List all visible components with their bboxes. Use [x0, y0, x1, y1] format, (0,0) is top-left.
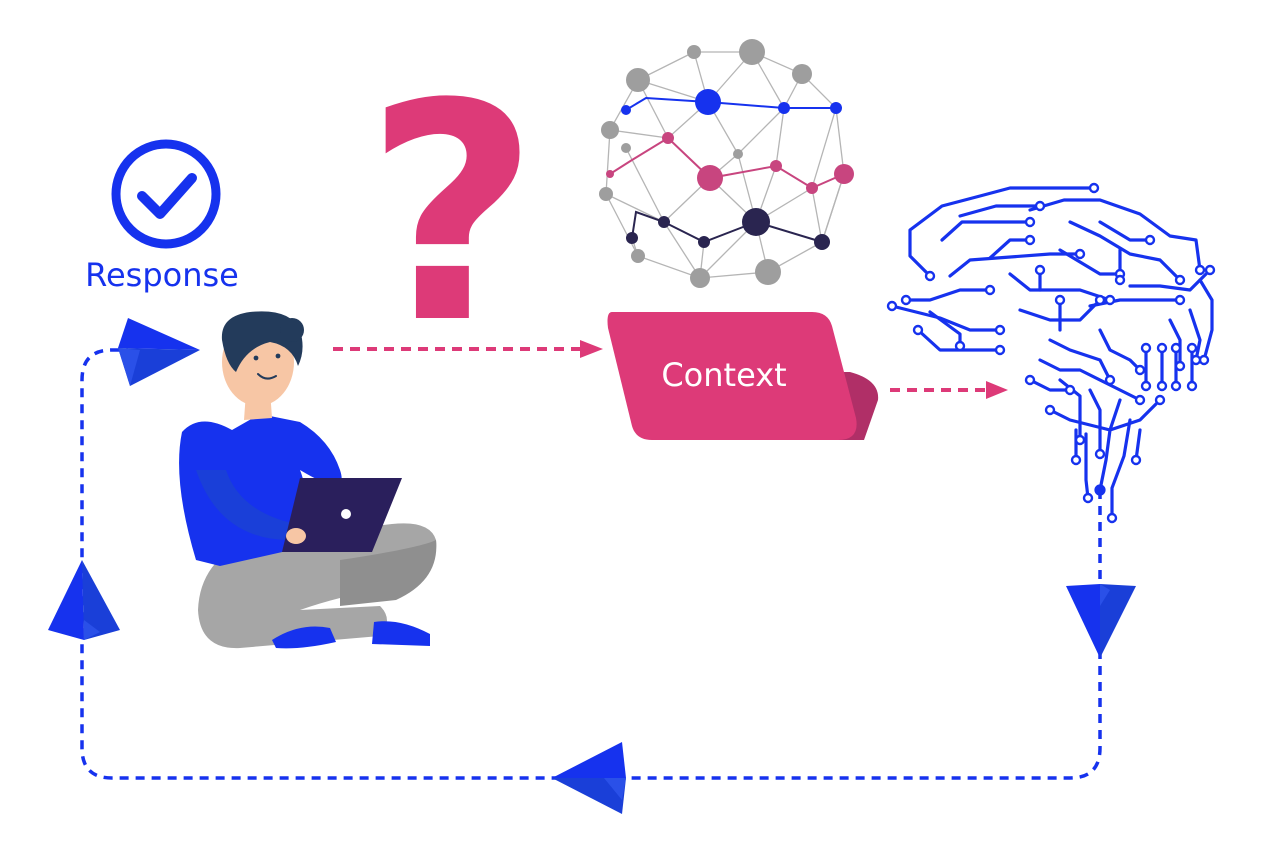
arrow-user-to-context [333, 340, 603, 358]
context-box [607, 312, 879, 440]
person-with-laptop-illustration [179, 311, 437, 649]
network-sphere-icon [599, 39, 854, 288]
arrow-right-down-icon [1066, 584, 1136, 658]
arrow-left-up-icon [48, 560, 120, 640]
arrow-bottom-left-icon [552, 742, 626, 814]
context-label: Context [661, 356, 786, 394]
response-label: Response [85, 256, 239, 294]
arrow-context-to-brain [890, 381, 1008, 399]
question-mark: ? [365, 40, 539, 389]
feedback-loop [80, 348, 1102, 780]
loop-right-bottom-path [80, 348, 1102, 780]
response-check-icon [111, 139, 221, 249]
circuit-brain-icon [886, 182, 1216, 524]
arrow-top-left-icon [118, 318, 200, 386]
